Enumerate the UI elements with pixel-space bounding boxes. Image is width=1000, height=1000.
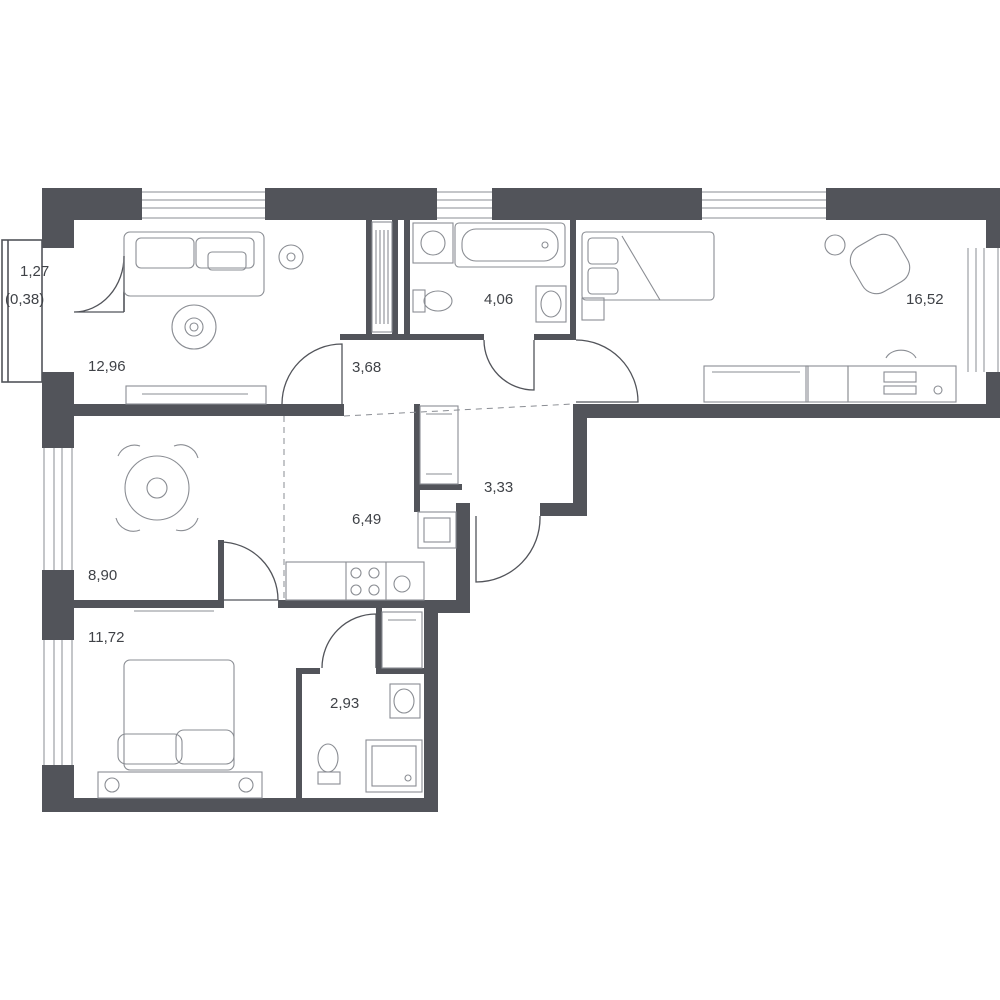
plant-bedroom <box>581 297 605 321</box>
toilet-bath <box>412 289 453 313</box>
bed-small <box>97 659 263 799</box>
bathroom-area-label: 4,06 <box>484 291 513 308</box>
bed-large <box>581 231 715 301</box>
window-dining <box>43 448 73 570</box>
hall-area-label: 3,68 <box>352 359 381 376</box>
kitchen-area-label: 6,49 <box>352 511 381 528</box>
shower-room-area-label: 2,93 <box>330 695 359 712</box>
balcony-area-reduced-label: (0,38) <box>5 291 44 308</box>
wardrobe-bedroom <box>703 365 849 403</box>
armchair-bedroom <box>824 233 911 295</box>
window-living <box>142 191 265 219</box>
desk-bedroom <box>847 349 957 403</box>
interior-walls <box>74 220 576 812</box>
window-small-bedroom <box>43 640 73 765</box>
wardrobe-corridor <box>419 405 459 485</box>
washing-machine <box>412 222 454 264</box>
doors <box>219 339 639 669</box>
kitchen-counter <box>285 511 457 601</box>
living-room-area-label: 12,96 <box>88 358 126 375</box>
sink-bath <box>535 285 567 323</box>
shower-tray <box>365 739 423 793</box>
bathtub <box>454 222 566 268</box>
sofa-living <box>123 231 265 297</box>
room-labels: 1,27 (0,38) 12,96 3,68 4,06 16,52 8,90 6… <box>5 263 944 712</box>
zone-dividers <box>283 403 574 600</box>
armchair-icon-living <box>278 244 304 270</box>
tv-stand-living <box>125 385 267 405</box>
sink-shower <box>389 683 421 719</box>
exterior-walls <box>42 188 1000 812</box>
windows <box>43 191 999 765</box>
kitchen-dining-area-label: 8,90 <box>88 567 117 584</box>
window-bath <box>437 191 492 219</box>
window-bedroom-right <box>967 248 999 372</box>
corridor-area-label: 3,33 <box>484 479 513 496</box>
window-bedroom-top <box>702 191 826 219</box>
toilet-shower <box>317 743 341 785</box>
wardrobe-living <box>371 221 393 333</box>
coffee-table-living <box>171 304 217 350</box>
wardrobe-small <box>381 611 423 669</box>
bedroom-small-area-label: 11,72 <box>88 629 124 646</box>
balcony-area-label: 1,27 <box>20 263 49 280</box>
dining-table <box>115 444 199 532</box>
furniture <box>97 221 957 799</box>
bedroom-large-area-label: 16,52 <box>906 291 944 308</box>
